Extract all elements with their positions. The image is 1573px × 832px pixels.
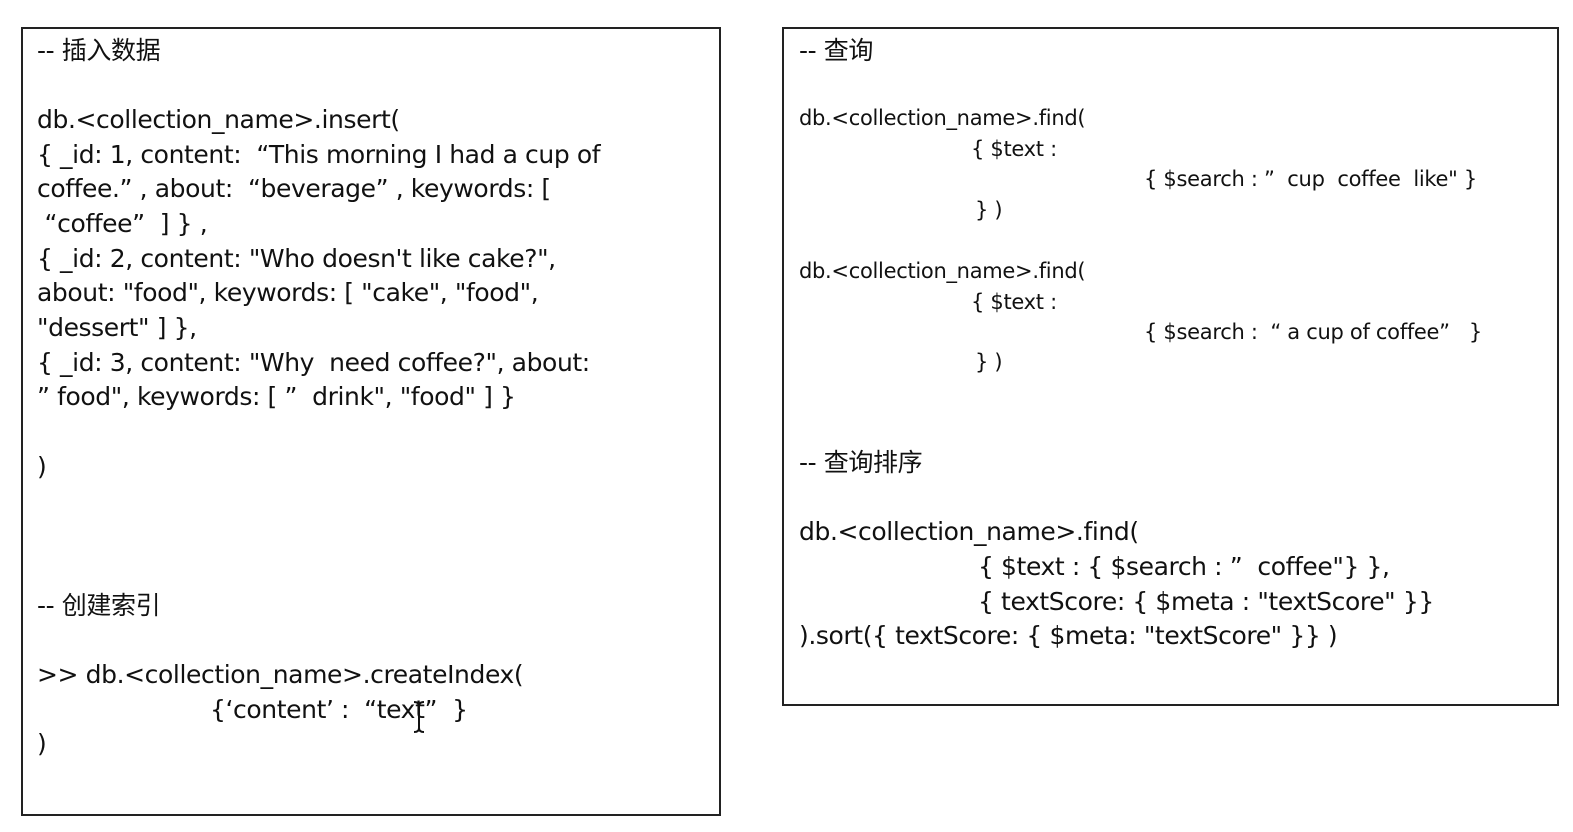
sort-code-line: db.<collection_name>.find( (799, 517, 1139, 546)
insert-code-line: about: "food", keywords: [ "cake", "food… (37, 278, 539, 307)
insert-code-line: “coffee” ] } , (37, 209, 208, 238)
query-code-line: } ) (975, 198, 1003, 222)
query-code-line: { $search : ” cup coffee like" } (1144, 167, 1477, 191)
insert-and-index-panel (21, 27, 721, 816)
query-code-line: db.<collection_name>.find( (799, 106, 1086, 130)
query-panel (782, 27, 1559, 706)
insert-code-line: { _id: 3, content: "Why need coffee?", a… (37, 348, 590, 377)
sort-code-line: { $text : { $search : ” coffee"} }, (978, 552, 1390, 581)
insert-code-line: ” food", keywords: [ ” drink", "food" ] … (37, 382, 516, 411)
insert-code-line: { _id: 1, content: “This morning I had a… (37, 140, 601, 169)
query-code-line: { $text : (971, 290, 1057, 314)
insert-code-line: ) (37, 452, 47, 481)
query-sort-heading: -- 查询排序 (799, 448, 923, 477)
sort-code-line: ).sort({ textScore: { $meta: "textScore"… (799, 621, 1338, 650)
insert-code-line: "dessert" ] }, (37, 313, 197, 342)
query-heading: -- 查询 (799, 36, 873, 65)
query-code-line: { $search : “ a cup of coffee” } (1144, 320, 1482, 344)
text-cursor-icon (413, 701, 425, 733)
insert-code-line: { _id: 2, content: "Who doesn't like cak… (37, 244, 556, 273)
create-index-code-line: ) (37, 729, 47, 758)
insert-code-line: db.<collection_name>.insert( (37, 105, 400, 134)
create-index-code-line: >> db.<collection_name>.createIndex( (37, 660, 524, 689)
insert-data-heading: -- 插入数据 (37, 36, 161, 65)
insert-code-line: coffee.” , about: “beverage” , keywords:… (37, 174, 551, 203)
query-code-line: } ) (975, 350, 1003, 374)
sort-code-line: { textScore: { $meta : "textScore" }} (978, 587, 1434, 616)
create-index-heading: -- 创建索引 (37, 591, 161, 620)
create-index-code-line: {‘content’ : “text” } (210, 695, 468, 724)
query-code-line: { $text : (971, 137, 1057, 161)
query-code-line: db.<collection_name>.find( (799, 259, 1086, 283)
